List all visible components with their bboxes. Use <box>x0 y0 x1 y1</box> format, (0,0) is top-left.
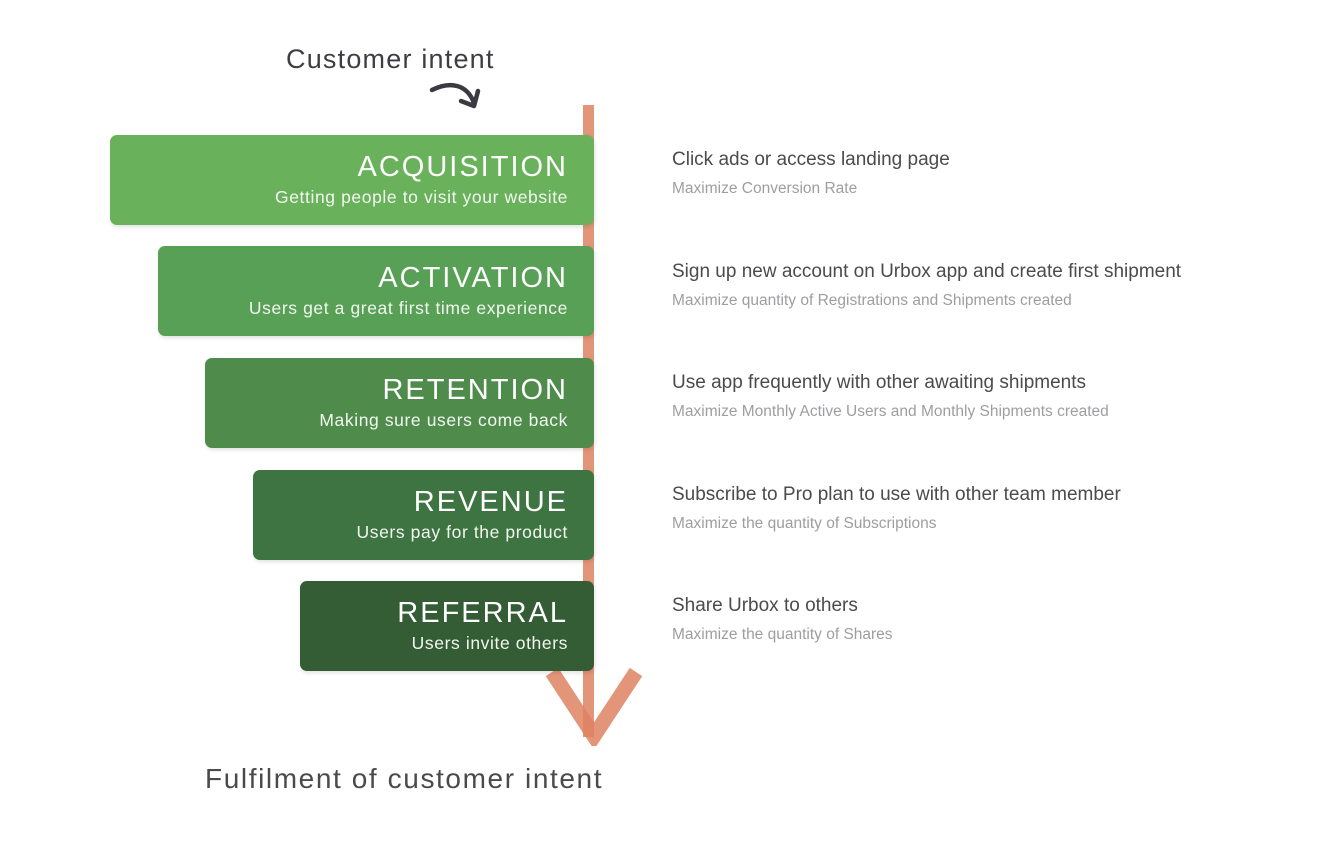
stage-title: RETENTION <box>382 373 568 406</box>
stage-detail-revenue: Subscribe to Pro plan to use with other … <box>672 483 1292 534</box>
stage-action: Click ads or access landing page <box>672 149 950 170</box>
funnel-stage-revenue: REVENUE Users pay for the product <box>253 470 594 560</box>
stage-metric: Maximize Monthly Active Users and Monthl… <box>672 403 1109 420</box>
funnel-stage-acquisition: ACQUISITION Getting people to visit your… <box>110 135 594 225</box>
funnel-stage-activation: ACTIVATION Users get a great first time … <box>158 246 594 336</box>
stage-metric: Maximize the quantity of Subscriptions <box>672 515 937 532</box>
stage-detail-activation: Sign up new account on Urbox app and cre… <box>672 260 1292 311</box>
stage-description: Making sure users come back <box>319 410 568 431</box>
stage-detail-retention: Use app frequently with other awaiting s… <box>672 371 1292 422</box>
stage-description: Users get a great first time experience <box>248 298 568 319</box>
stage-metric: Maximize the quantity of Shares <box>672 626 893 643</box>
curved-arrow-icon <box>429 82 481 109</box>
stage-metric: Maximize Conversion Rate <box>672 180 858 197</box>
down-arrowhead-icon <box>545 667 643 746</box>
stage-action: Subscribe to Pro plan to use with other … <box>672 484 1121 505</box>
stage-title: ACQUISITION <box>357 150 568 183</box>
stage-title: REFERRAL <box>397 596 568 629</box>
funnel-stage-retention: RETENTION Making sure users come back <box>205 358 594 448</box>
stage-description: Users pay for the product <box>356 522 568 543</box>
stage-title: ACTIVATION <box>378 261 568 294</box>
stage-action: Use app frequently with other awaiting s… <box>672 372 1087 393</box>
stage-action: Share Urbox to others <box>672 595 858 616</box>
stage-title: REVENUE <box>413 485 568 518</box>
stage-metric: Maximize quantity of Registrations and S… <box>672 292 1072 309</box>
fulfilment-label: Fulfilment of customer intent <box>205 763 604 794</box>
stage-action: Sign up new account on Urbox app and cre… <box>672 261 1182 282</box>
stage-description: Getting people to visit your website <box>275 187 568 208</box>
customer-intent-label: Customer intent <box>286 44 495 74</box>
stage-detail-acquisition: Click ads or access landing page Maximiz… <box>672 148 1292 199</box>
stage-detail-referral: Share Urbox to others Maximize the quant… <box>672 594 1292 645</box>
funnel-stage-referral: REFERRAL Users invite others <box>300 581 594 671</box>
stage-description: Users invite others <box>411 633 568 654</box>
